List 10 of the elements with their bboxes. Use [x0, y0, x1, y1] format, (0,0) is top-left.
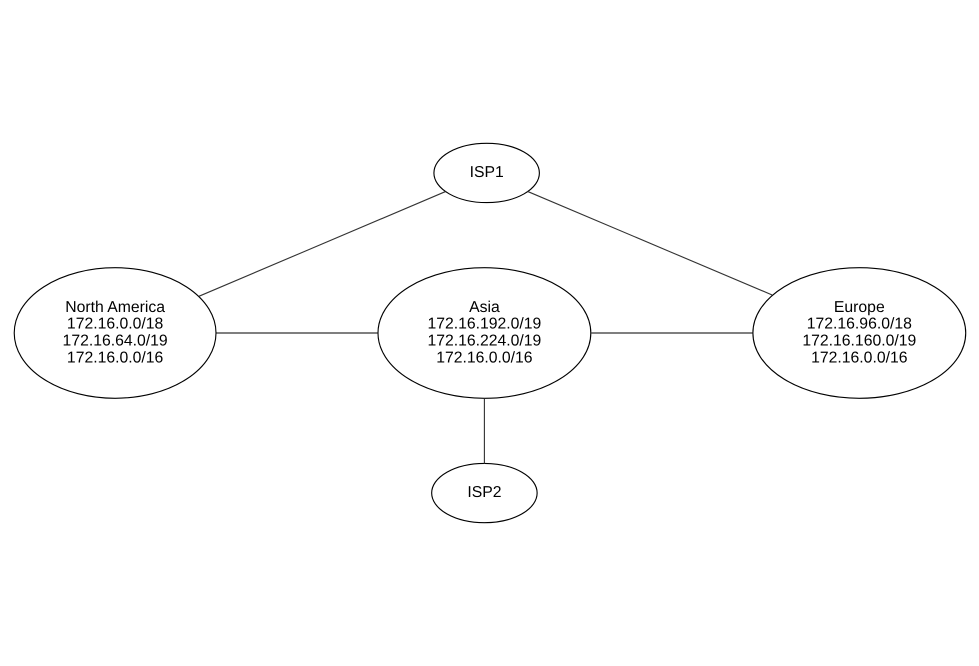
node-ellipse: Asia 172.16.192.0/19 172.16.224.0/19 172.16.0.0/16: [376, 267, 591, 399]
connector: [198, 191, 446, 297]
connector: [526, 190, 772, 296]
connector: [483, 398, 484, 464]
node-ellipse: Europe 172.16.96.0/18 172.16.160.0/19 172.16.0.0/16: [752, 267, 966, 399]
node-ellipse: North America 172.16.0.0/18 172.16.64.0/19 172.16.0.0/16: [13, 267, 216, 399]
connector: [216, 332, 378, 334]
connector: [590, 332, 752, 334]
node-ellipse: ISP2: [430, 462, 538, 524]
node-ellipse: ISP1: [432, 142, 540, 204]
